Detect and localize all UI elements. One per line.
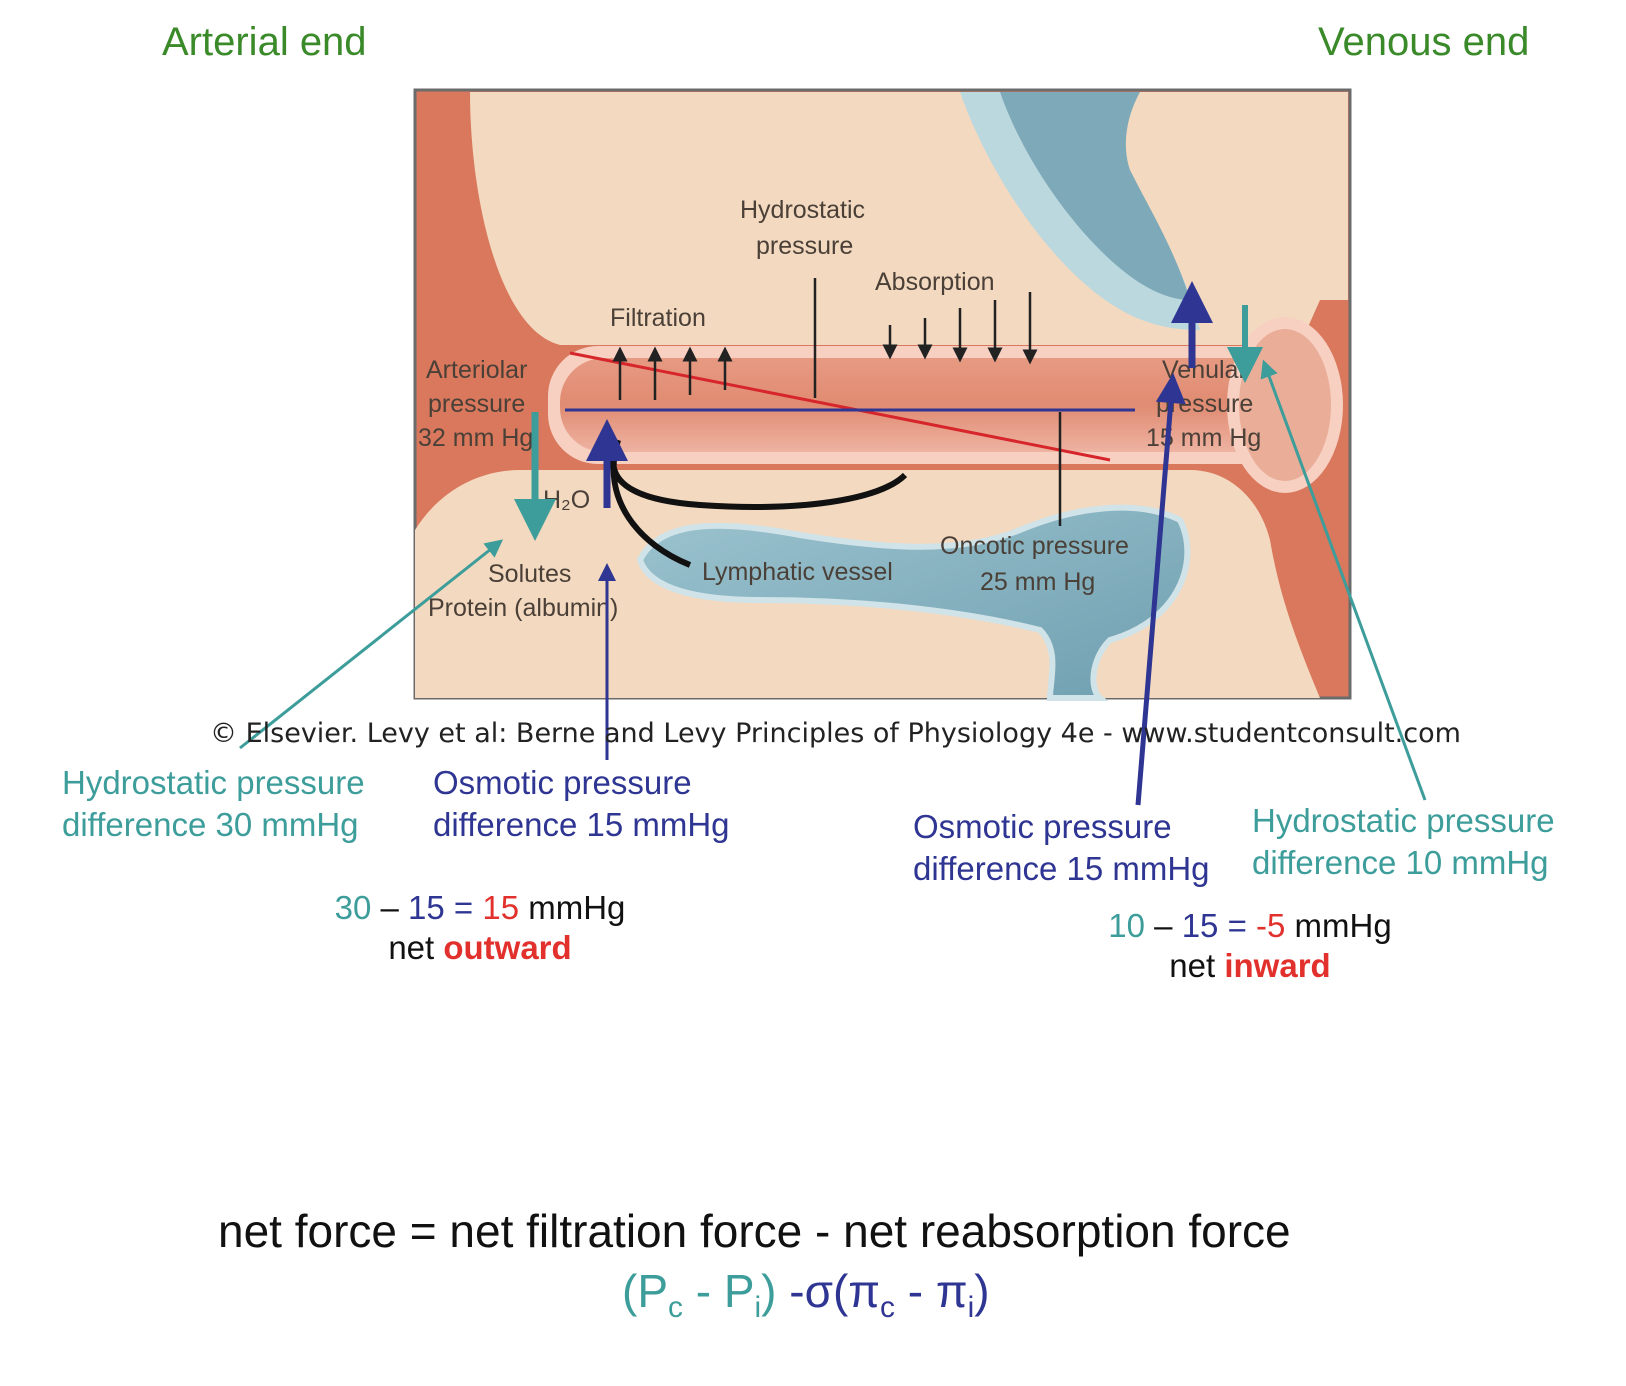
capillary-lumen [560,358,1310,452]
venous-end-label: Venous end [1318,20,1530,64]
hydrostatic-gradient-line [569,351,1111,462]
starling-equation: (Pc - Pi) -σ(πc - πi) [622,1264,990,1325]
hydrostatic-pressure-label: Hydrostatic [740,196,865,224]
protein-label: Protein (albumin) [428,594,618,622]
right-osmotic-pointer [1135,373,1186,806]
svg-text:pressure: pressure [428,390,525,418]
osmotic-term: -σ(πc - πi) [776,1265,990,1325]
right-hydrostatic-callout: Hydrostatic pressure difference 10 mmHg [1252,802,1555,881]
water-label: H₂O [543,486,590,514]
svg-text:32 mm Hg: 32 mm Hg [418,424,533,452]
filtration-label: Filtration [610,304,706,332]
figure-credit: © Elsevier. Levy et al: Berne and Levy P… [210,718,1461,749]
right-calculation: 10 – 15 = -5 mmHg net inward [1108,907,1392,984]
net-outward-label: outward [443,929,572,966]
oncotic-label: Oncotic pressure [940,532,1129,560]
left-calculation: 30 – 15 = 15 mmHg net outward [334,889,626,966]
left-osmotic-callout: Osmotic pressure difference 15 mmHg [433,764,730,843]
venular-label: Venular [1162,356,1247,384]
solutes-label: Solutes [488,560,571,588]
svg-text:25 mm Hg: 25 mm Hg [980,568,1095,596]
filtration-arrows [612,346,733,400]
left-hydrostatic-callout: Hydrostatic pressure difference 30 mmHg [62,764,365,843]
arteriolar-label: Arteriolar [426,356,527,384]
right-hydrostatic-pointer [1260,359,1427,801]
svg-text:pressure: pressure [756,232,853,260]
absorption-arrows [882,292,1038,365]
lymphatic-vessel [636,504,1191,701]
arterial-end-label: Arterial end [162,20,367,64]
right-osmotic-callout: Osmotic pressure difference 15 mmHg [913,808,1210,887]
absorption-label: Absorption [875,268,995,296]
svg-text:15 mm Hg: 15 mm Hg [1146,424,1261,452]
net-inward-label: inward [1224,947,1331,984]
hydrostatic-term: (Pc - Pi) [622,1265,777,1325]
left-hydrostatic-pointer [239,539,504,750]
net-force-equation: net force = net filtration force - net r… [218,1205,1291,1257]
lymphatic-label: Lymphatic vessel [702,558,893,586]
